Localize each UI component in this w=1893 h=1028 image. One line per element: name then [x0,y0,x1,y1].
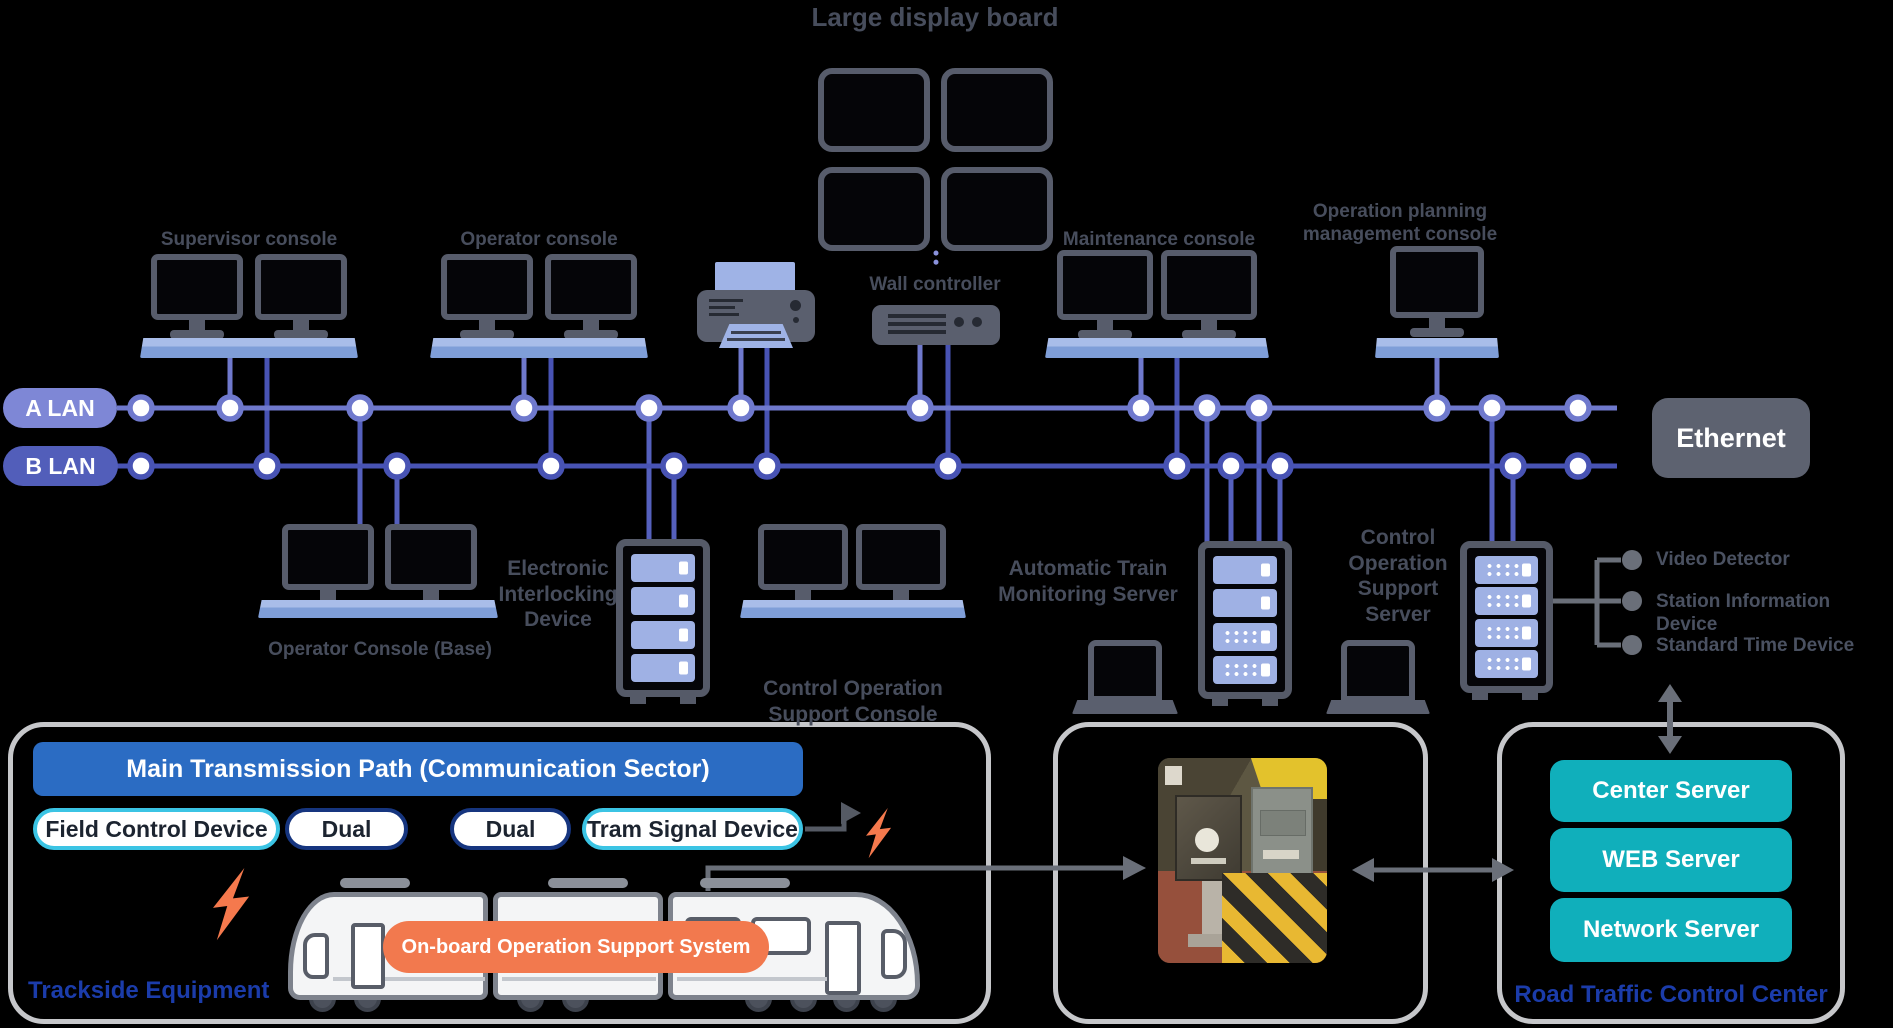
standard-time-device-label: Standard Time Device [1656,635,1855,656]
monitor-icon [151,254,243,320]
display-tile [818,167,930,251]
laptop-icon [1072,640,1178,714]
a-lan-badge: A LAN [3,388,117,428]
desk-icon [740,600,966,618]
a-lan-nodes [127,394,1592,422]
desk-icon [1045,338,1269,358]
tram-signal-arrow [805,802,861,832]
tram-car-middle [493,892,663,1000]
monitor-icon [1057,250,1153,320]
wall-controller-label: Wall controller [869,274,1001,295]
monitor-icon [758,524,848,590]
field-signal-equipment-box [1053,722,1428,1024]
desk-icon [258,600,498,618]
desk-icon [430,338,648,358]
monitor-icon [255,254,347,320]
dual-pill: Dual [450,808,571,850]
video-detector-label: Video Detector [1656,549,1790,570]
server-rack-icon [1198,541,1292,699]
desk-icon [140,338,358,358]
hazard-stripes [1222,872,1327,963]
server-rack-icon [616,539,710,697]
monitor-icon [1161,250,1257,320]
external-device-links [1551,557,1621,648]
control-operation-support-console-label: Control Operation Support Console [763,677,943,726]
laptop-icon [1326,640,1430,714]
field-control-device-pill: Field Control Device [33,808,280,850]
wireless-lightning-icon [213,868,250,941]
wall-controller-icon [872,305,1000,345]
display-tile [818,68,930,152]
supervisor-console-label: Supervisor console [160,229,338,250]
large-display-board-title: Large display board [811,2,1059,32]
b-lan-badge: B LAN [3,446,118,486]
tram-signal-device-pill: Tram Signal Device [582,808,803,850]
main-transmission-path-header: Main Transmission Path (Communication Se… [33,742,803,796]
center-server-box: Center Server [1550,760,1792,822]
gateway-server-rack-icon [1460,541,1553,693]
monitor-icon [1390,246,1484,318]
monitor-icon [441,254,533,320]
printer-paper [715,262,795,294]
trackside-equipment-box [8,722,991,1024]
windshield [303,933,329,979]
atm-server-label: Automatic Train Monitoring Server [998,557,1178,606]
ethernet-badge: Ethernet [1652,398,1810,478]
b-lan-nodes [127,452,1592,480]
road-traffic-control-center-label: Road Traffic Control Center [1514,981,1828,1008]
external-device-bullets [1622,550,1642,655]
operator-console-base-label: Operator Console (Base) [268,639,492,660]
operation-planning-console-label: Operation planning management console [1302,201,1498,246]
station-information-device-label: Station Information Device [1656,591,1831,636]
monitor-icon [856,524,946,590]
road-traffic-link-arrow [1658,684,1682,754]
dual-pill: Dual [285,808,408,850]
monitor-icon [282,524,374,590]
onboard-operation-support-system-badge: On-board Operation Support System [383,921,769,973]
monitor-icon [385,524,477,590]
desk-icon [1375,338,1499,358]
windshield [881,929,907,979]
tram-car-left-cab [288,892,488,1000]
maintenance-console-label: Maintenance console [1062,229,1256,250]
web-server-box: WEB Server [1550,828,1792,892]
operator-console-label: Operator console [460,229,618,250]
cos-server-label: Control Operation Support Server [1348,526,1448,626]
trackside-signal-equipment-photo [1158,758,1327,963]
display-tile [941,167,1053,251]
display-tile [941,68,1053,152]
network-server-box: Network Server [1550,898,1792,962]
printer-tray [719,324,793,348]
wireless-lightning-icon-2 [866,808,892,859]
electronic-interlocking-label: Electronic Interlocking Device [498,557,618,632]
trackside-equipment-label: Trackside Equipment [28,977,270,1004]
field-to-rtcc-arrow [1352,858,1514,882]
monitor-icon [545,254,637,320]
